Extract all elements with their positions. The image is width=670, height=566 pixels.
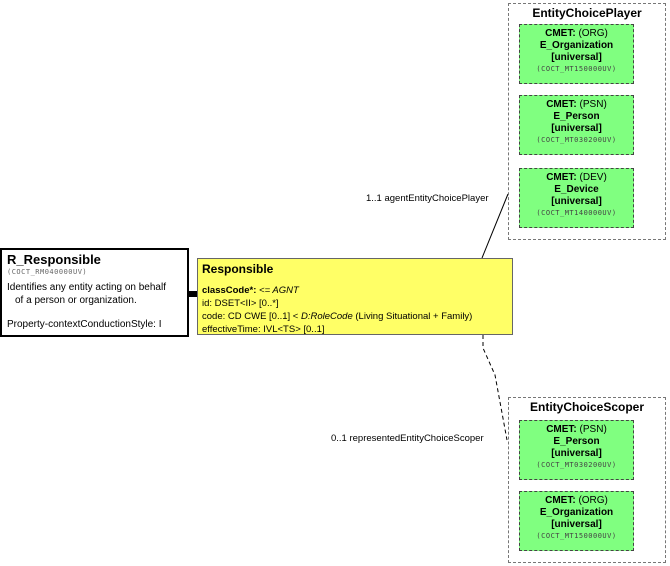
cmet-kind-value: (PSN) xyxy=(579,99,607,110)
cmet-name: E_Organization xyxy=(539,507,614,518)
cmet-kind-value: (PSN) xyxy=(579,424,607,435)
cmet-code: (COCT_MT030200UV) xyxy=(536,461,617,469)
cmet-scope: [universal] xyxy=(551,123,602,134)
scoper-cmet-person: CMET: (PSN) E_Person [universal] (COCT_M… xyxy=(519,420,634,480)
cmet-label: CMET: xyxy=(545,28,576,39)
scoper-cmet-organization: CMET: (ORG) E_Organization [universal] (… xyxy=(519,491,634,551)
responsible-attributes: classCode*: <= AGNT id: DSET<II> [0..*] … xyxy=(202,284,472,336)
id-attribute: id: DSET<II> [0..*] xyxy=(202,298,279,309)
player-cmet-organization: CMET: (ORG) E_Organization [universal] (… xyxy=(519,24,634,84)
cmet-label: CMET: xyxy=(546,99,577,110)
cmet-kind: CMET: (PSN) xyxy=(520,99,633,111)
player-association-line xyxy=(481,193,509,259)
entry-point-property: Property-contextConductionStyle: I xyxy=(7,319,162,330)
cmet-kind: CMET: (DEV) xyxy=(520,172,633,184)
cmet-code: (COCT_MT140000UV) xyxy=(536,209,617,217)
cmet-scope: [universal] xyxy=(551,519,602,530)
cmet-scope: [universal] xyxy=(551,448,602,459)
cmet-code: (COCT_MT030200UV) xyxy=(536,136,617,144)
effective-time-attribute: effectiveTime: IVL<TS> [0..1] xyxy=(202,324,325,335)
cmet-label: CMET: xyxy=(545,495,576,506)
entity-choice-player-title: EntityChoicePlayer xyxy=(532,6,642,20)
code-prefix: code: CD CWE [0..1] < xyxy=(202,311,299,322)
entry-point-box: R_Responsible (COCT_RM040000UV) Identifi… xyxy=(0,248,189,337)
code-suffix: (Living Situational + Family) xyxy=(355,311,473,322)
player-cmet-person: CMET: (PSN) E_Person [universal] (COCT_M… xyxy=(519,95,634,155)
entry-point-code: (COCT_RM040000UV) xyxy=(7,268,88,276)
cmet-name: E_Device xyxy=(554,184,599,195)
scoper-association-label: 0..1 representedEntityChoiceScoper xyxy=(331,433,484,444)
entry-description-line1: Identifies any entity acting on behalf xyxy=(7,282,166,293)
cmet-label: CMET: xyxy=(546,172,577,183)
entry-point-title: R_Responsible xyxy=(7,252,101,267)
cmet-code: (COCT_MT150000UV) xyxy=(536,532,617,540)
cmet-scope: [universal] xyxy=(551,196,602,207)
scoper-association-line xyxy=(482,335,508,441)
cmet-kind-value: (ORG) xyxy=(578,495,608,506)
class-code-value: <= AGNT xyxy=(259,285,299,296)
code-domain: D:RoleCode xyxy=(301,311,353,322)
responsible-class-title: Responsible xyxy=(202,262,274,276)
entry-point-description: Identifies any entity acting on behalf o… xyxy=(7,281,179,307)
class-code-label: classCode*: xyxy=(202,285,257,296)
entity-choice-scoper-title: EntityChoiceScoper xyxy=(529,400,645,414)
cmet-label: CMET: xyxy=(546,424,577,435)
entry-description-line2: of a person or organization. xyxy=(15,295,137,306)
cmet-code: (COCT_MT150000UV) xyxy=(536,65,617,73)
cmet-name: E_Person xyxy=(553,436,600,447)
cmet-name: E_Person xyxy=(553,111,600,122)
cmet-kind: CMET: (ORG) xyxy=(520,28,633,40)
player-cmet-device: CMET: (DEV) E_Device [universal] (COCT_M… xyxy=(519,168,634,228)
responsible-class: Responsible classCode*: <= AGNT id: DSET… xyxy=(197,258,513,335)
player-association-label: 1..1 agentEntityChoicePlayer xyxy=(366,193,489,204)
code-attribute: code: CD CWE [0..1] < D:RoleCode (Living… xyxy=(202,310,472,323)
cmet-kind: CMET: (PSN) xyxy=(520,424,633,436)
class-code-attribute: classCode*: <= AGNT xyxy=(202,284,472,297)
cmet-kind-value: (ORG) xyxy=(578,28,608,39)
cmet-kind-value: (DEV) xyxy=(579,172,607,183)
entry-connector xyxy=(188,291,197,297)
cmet-name: E_Organization xyxy=(539,40,614,51)
cmet-kind: CMET: (ORG) xyxy=(520,495,633,507)
cmet-scope: [universal] xyxy=(551,52,602,63)
